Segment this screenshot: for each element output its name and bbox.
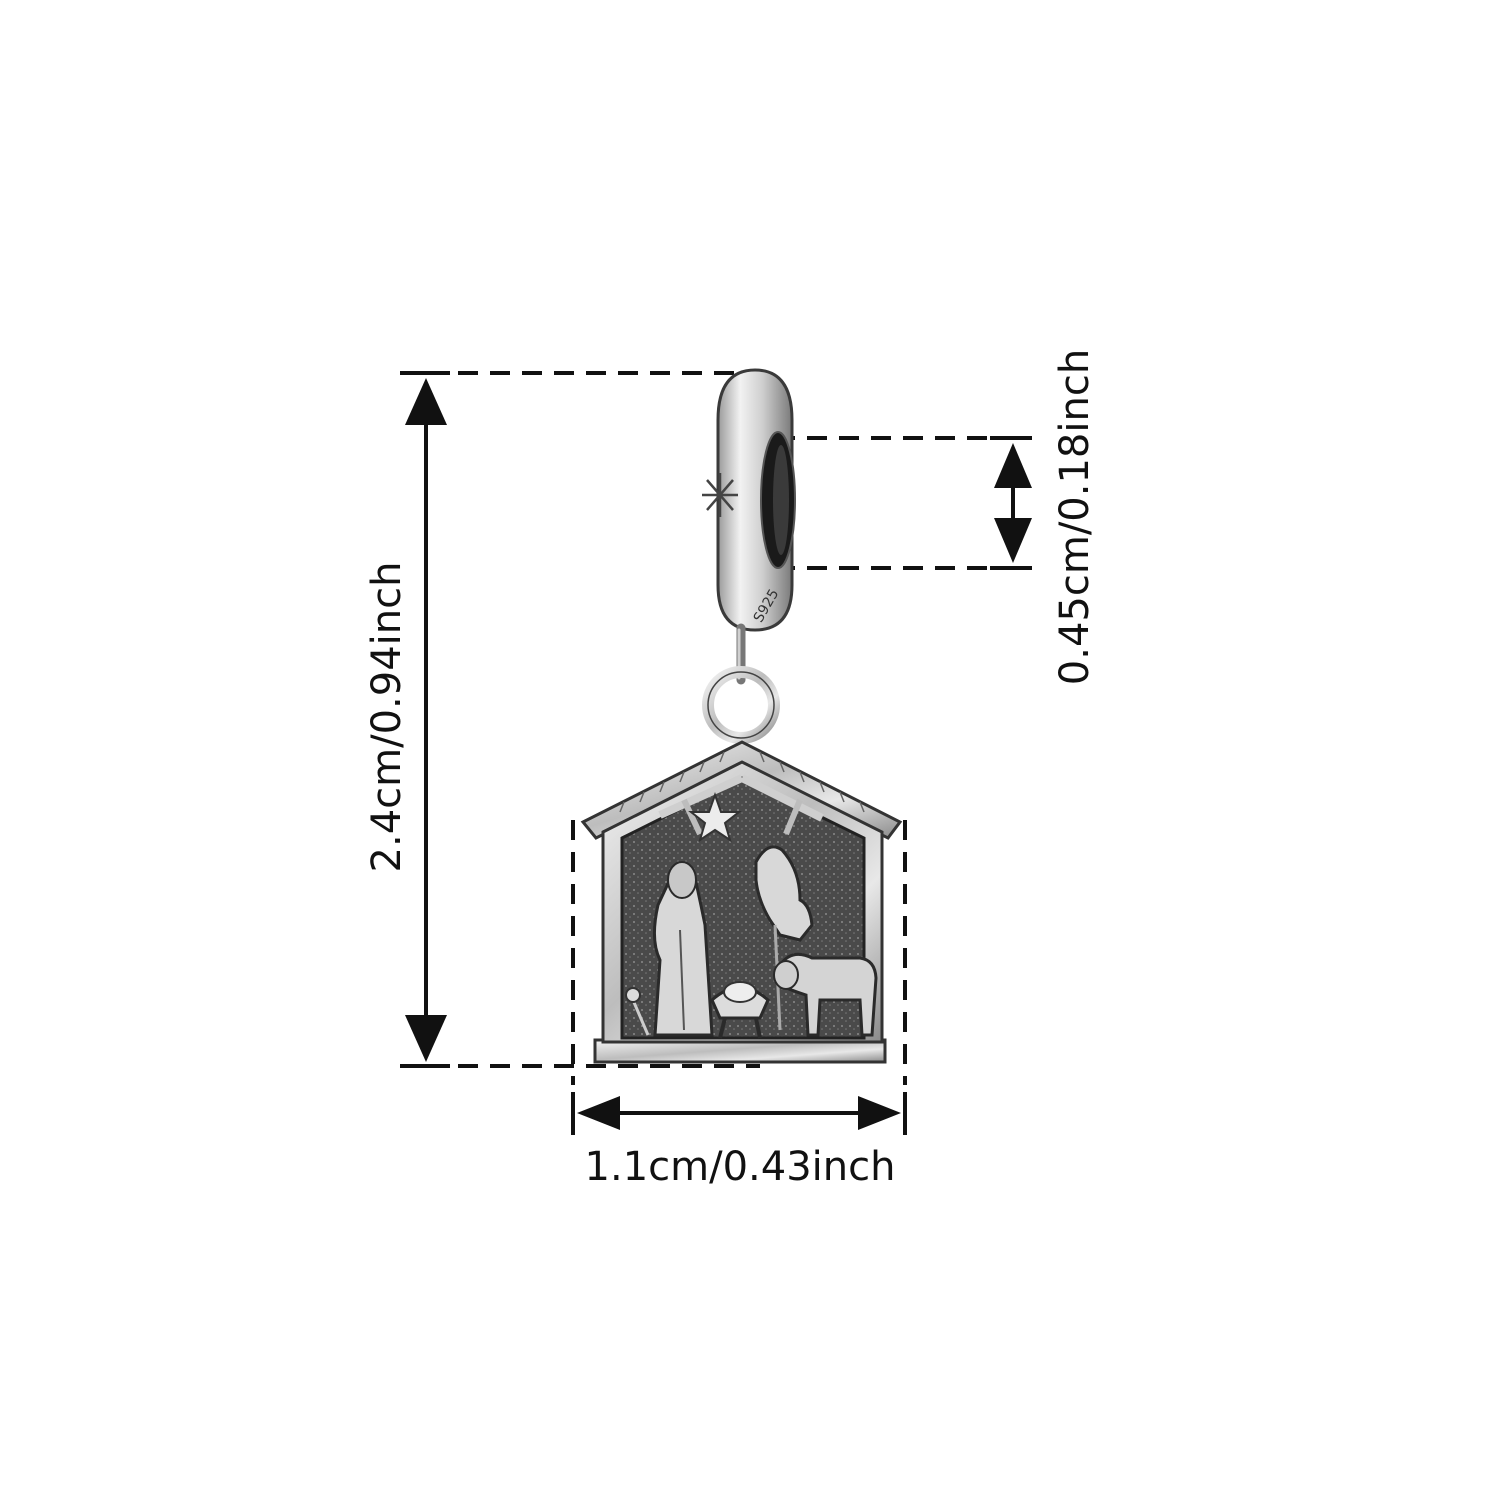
arrow-left-icon <box>577 1096 620 1130</box>
arrow-right-icon <box>858 1096 901 1130</box>
arrow-up-icon <box>994 443 1032 488</box>
arrow-down-icon <box>994 518 1032 563</box>
flower-icon <box>625 987 650 1036</box>
height-label: 2.4cm/0.94inch <box>364 562 410 873</box>
arrow-up-icon <box>405 378 447 425</box>
star-engraving-icon <box>702 473 738 517</box>
hole-label: 0.45cm/0.18inch <box>1052 349 1098 685</box>
arrow-down-icon <box>405 1015 447 1062</box>
nativity-stable-icon <box>580 740 903 1064</box>
charm-bail: S925 <box>702 368 796 632</box>
nativity-star-icon <box>688 791 742 843</box>
width-label: 1.1cm/0.43inch <box>585 1144 896 1190</box>
jump-ring-outline <box>707 671 775 739</box>
width-dimension: 1.1cm/0.43inch <box>571 820 907 1190</box>
height-dimension: 2.4cm/0.94inch <box>364 371 760 1068</box>
hole-dimension: 0.45cm/0.18inch <box>775 349 1098 685</box>
